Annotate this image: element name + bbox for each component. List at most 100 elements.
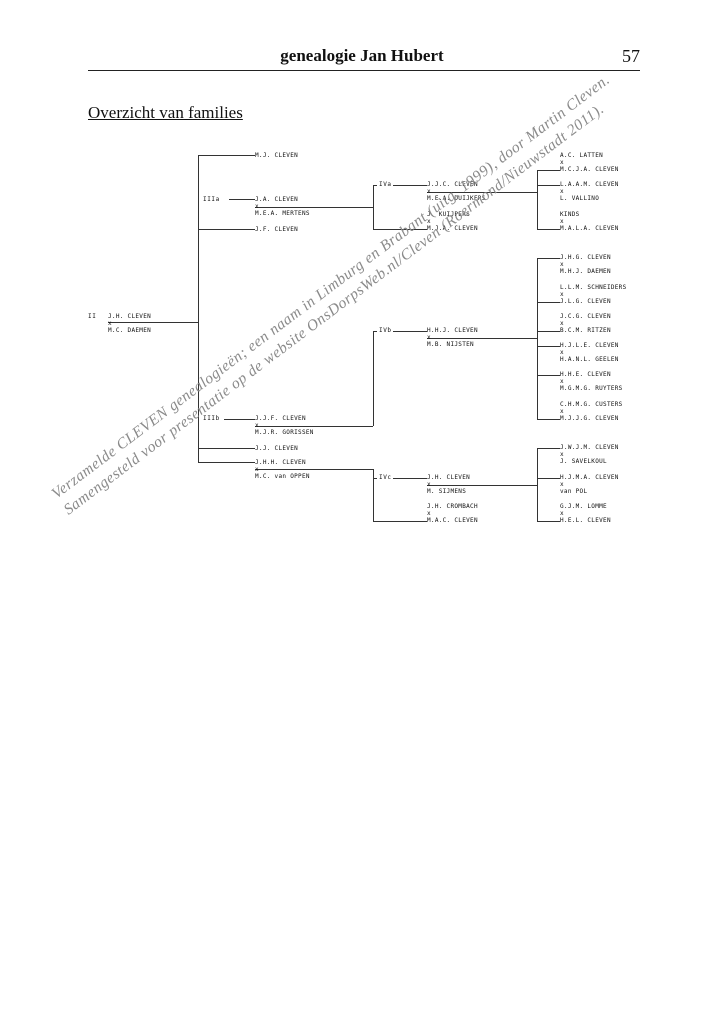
person-name: M.C.J.A. CLEVEN [560,166,619,173]
marriage-symbol: x [560,451,564,458]
header-rule [88,70,640,71]
connector-line [255,426,373,427]
connector-line [393,185,427,186]
marriage-symbol: x [427,218,431,225]
marriage-symbol: x [560,349,564,356]
connector-line [373,185,377,186]
person-name: M.J.A. CLEVEN [427,225,478,232]
person-name: M.E.A. MERTENS [255,210,310,217]
watermark: Verzamelde CLEVEN genealogieën; een naam… [48,71,614,520]
marriage-symbol: x [560,378,564,385]
marriage-symbol: x [560,188,564,195]
connector-line [537,346,560,347]
connector-line [537,375,560,376]
connector-line [255,469,373,470]
connector-line [393,331,427,332]
connector-line [373,331,374,426]
connector-line [255,207,373,208]
generation-label: IIIb [203,415,220,422]
marriage-symbol: x [427,334,431,341]
person-name: M.J. CLEVEN [255,152,299,159]
connector-line [537,331,560,332]
person-name: L. VALLINO [560,195,600,202]
person-name: H.E.L. CLEVEN [560,517,611,524]
connector-line [229,199,255,200]
connector-line [537,185,560,186]
person-name: J.W.J.M. CLEVEN [560,444,619,451]
generation-label: IVa [379,181,392,188]
generation-label: II [88,313,97,320]
connector-line [537,170,560,171]
person-name: B.C.M. RITZEN [560,327,611,334]
person-name: L.A.A.M. CLEVEN [560,181,619,188]
marriage-symbol: x [560,510,564,517]
person-name: J.A. CLEVEN [255,196,299,203]
section-title: Overzicht van families [88,103,243,122]
connector-line [373,229,427,230]
marriage-symbol: x [255,422,259,429]
marriage-symbol: x [560,261,564,268]
connector-line [373,185,374,229]
connector-line [373,331,377,332]
connector-line [373,469,374,521]
person-name: C.H.M.G. CUSTERS [560,401,623,408]
marriage-symbol: x [427,510,431,517]
generation-label: IIIa [203,196,220,203]
person-name: M. SIJMENS [427,488,467,495]
person-name: M.A.C. CLEVEN [427,517,478,524]
person-name: J.H.G. CLEVEN [560,254,611,261]
generation-label: IVc [379,474,392,481]
marriage-symbol: x [560,481,564,488]
connector-line [537,258,538,419]
person-name: G.J.M. LOMME [560,503,607,510]
person-name: M.J.R. GORISSEN [255,429,314,436]
person-name: J. KUIJPERS [427,211,471,218]
person-name: J.H.H. CLEVEN [255,459,306,466]
connector-line [108,322,198,323]
connector-line [537,448,538,521]
connector-line [198,155,199,462]
person-name: H.J.M.A. CLEVEN [560,474,619,481]
marriage-symbol: x [427,188,431,195]
generation-label: IVb [379,327,392,334]
person-name: J.H. CLEVEN [427,474,471,481]
connector-line [373,521,427,522]
person-name: H.H.E. CLEVEN [560,371,611,378]
person-name: M.J.J.G. CLEVEN [560,415,619,422]
person-name: M.C. DAEMEN [108,327,152,334]
person-name: J.J.F. CLEVEN [255,415,306,422]
connector-line [373,478,377,479]
connector-line [224,419,255,420]
person-name: L.L.M. SCHNEIDERS [560,284,627,291]
person-name: van POL [560,488,588,495]
connector-line [537,170,538,229]
marriage-symbol: x [108,320,112,327]
person-name: J.J. CLEVEN [255,445,299,452]
marriage-symbol: x [560,218,564,225]
connector-line [537,521,560,522]
person-name: J.H. CROMBACH [427,503,478,510]
person-name: KINDS [560,211,580,218]
page-number: 57 [622,46,640,66]
marriage-symbol: x [560,159,564,166]
person-name: J. SAVELKOUL [560,458,607,465]
marriage-symbol: x [427,481,431,488]
person-name: J.F. CLEVEN [255,226,299,233]
person-name: J.C.G. CLEVEN [560,313,611,320]
connector-line [198,155,255,156]
connector-line [393,478,427,479]
watermark-line: Verzamelde CLEVEN genealogieën; een naam… [48,71,614,503]
person-name: M.B. NIJSTEN [427,341,474,348]
connector-line [537,478,560,479]
connector-line [537,419,560,420]
person-name: H.H.J. CLEVEN [427,327,478,334]
person-name: M.E.A. DUIJKERS [427,195,486,202]
person-name: M.H.J. DAEMEN [560,268,611,275]
connector-line [427,192,537,193]
person-name: H.J.L.E. CLEVEN [560,342,619,349]
connector-line [537,258,560,259]
marriage-symbol: x [255,466,259,473]
marriage-symbol: x [255,203,259,210]
page-header-title: genealogie Jan Hubert [280,46,444,65]
